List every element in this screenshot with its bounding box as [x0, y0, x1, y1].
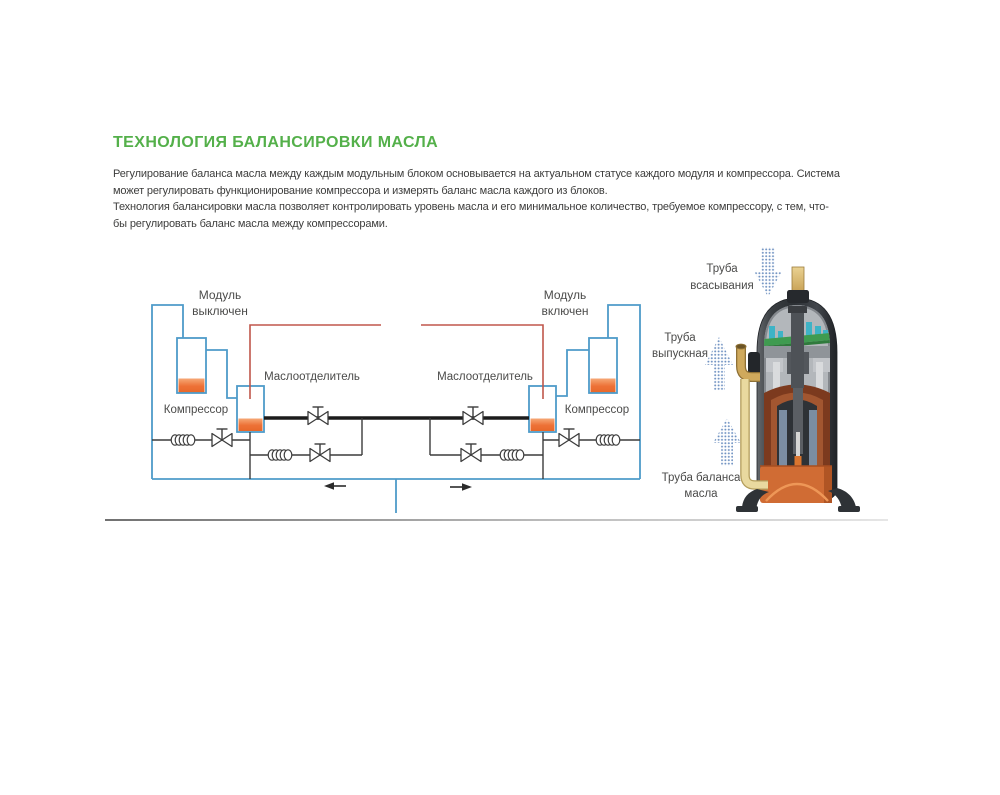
right-compressor-vessel — [588, 337, 618, 394]
valve-icon — [460, 443, 482, 463]
oil-balance-figure: Модуль выключен Модуль включен Маслоотде… — [151, 247, 860, 513]
right-compressor-label: Компрессор — [565, 404, 629, 416]
oil-balance-pipe-label-line1: Труба баланса — [662, 472, 741, 484]
valve-icon — [309, 443, 331, 463]
crankshaft-upper — [791, 308, 804, 388]
right-compressor-oil-level — [590, 378, 616, 393]
valve-reed — [806, 322, 812, 338]
suction-pipe-label-line1: Труба — [706, 263, 738, 275]
valve-reed — [769, 326, 775, 339]
valve-icon — [558, 428, 580, 448]
oil-sump — [760, 465, 832, 503]
suction-flow-arrow-icon — [754, 247, 782, 297]
mounting-feet — [736, 488, 860, 512]
oil-balance-pipe-label-line2: масла — [684, 488, 718, 500]
left-bypass-line — [250, 418, 363, 456]
discharge-flow-arrow-icon — [705, 337, 733, 391]
suction-collar — [787, 290, 809, 303]
crankshaft-lower — [793, 388, 803, 454]
module-schematic: Модуль выключен Модуль включен Маслоотде… — [151, 288, 641, 513]
left-compressor-oil-level — [178, 378, 205, 393]
footer-divider-line — [105, 519, 888, 521]
oil-balance-pipe — [740, 379, 768, 490]
right-separator-oil-level — [530, 418, 555, 431]
guide-rod-right — [816, 362, 823, 394]
intro-paragraph: Регулирование баланса масла между каждым… — [113, 168, 840, 230]
valve-icon — [462, 406, 484, 426]
page-title: ТЕХНОЛОГИЯ БАЛАНСИРОВКИ МАСЛА — [113, 134, 439, 151]
coil-icon — [595, 434, 621, 446]
left-module-status-line2: выключен — [192, 304, 248, 318]
sump-arch — [765, 482, 829, 502]
coil-icon — [170, 434, 196, 446]
oil-pickup-inlet — [794, 456, 802, 468]
right-module-status-line2: включен — [541, 304, 588, 318]
right-compressor-to-separator-pipe — [556, 349, 589, 397]
crankshaft-cap — [788, 306, 807, 313]
flow-arrow-left-icon — [324, 482, 346, 490]
valve-reed — [815, 326, 821, 338]
stator-slot-left — [779, 410, 787, 466]
coil-icon — [499, 449, 525, 461]
left-module-status-line1: Модуль — [199, 288, 242, 302]
discharge-pipe — [735, 343, 760, 382]
guide-rod-left — [773, 362, 780, 394]
right-separator-label: Маслоотделитель — [437, 371, 533, 383]
left-separator-oil-level — [238, 418, 263, 431]
valve-reed — [778, 331, 783, 340]
oil-pickup-tube — [796, 432, 800, 458]
suction-pipe-label-line2: всасывания — [690, 280, 754, 292]
cutaway-internals — [764, 305, 830, 472]
compressor-cutaway: Труба всасывания Труба выпускная Труба б… — [652, 247, 860, 512]
discharge-pipe-label-line2: выпускная — [652, 348, 708, 360]
stator-slot-right — [809, 410, 817, 466]
left-compressor-label: Компрессор — [164, 404, 228, 416]
left-separator-label: Маслоотделитель — [264, 371, 360, 383]
coil-icon — [267, 449, 293, 461]
discharge-pipe-label-line1: Труба — [664, 332, 696, 344]
right-module-outline — [607, 304, 641, 479]
right-module-status-line1: Модуль — [544, 288, 587, 302]
valve-icon — [307, 406, 329, 426]
left-module-outline — [151, 304, 184, 479]
left-compressor-to-separator-pipe — [206, 349, 237, 399]
sump-shadow — [824, 466, 832, 503]
left-compressor-vessel — [176, 337, 207, 394]
right-discharge-line — [421, 324, 544, 399]
oil-balance-flow-arrow-icon — [713, 418, 741, 466]
right-bypass-line — [429, 418, 543, 456]
flow-arrow-right-icon — [450, 483, 472, 491]
left-discharge-line — [249, 324, 381, 399]
valve-icon — [211, 428, 233, 448]
